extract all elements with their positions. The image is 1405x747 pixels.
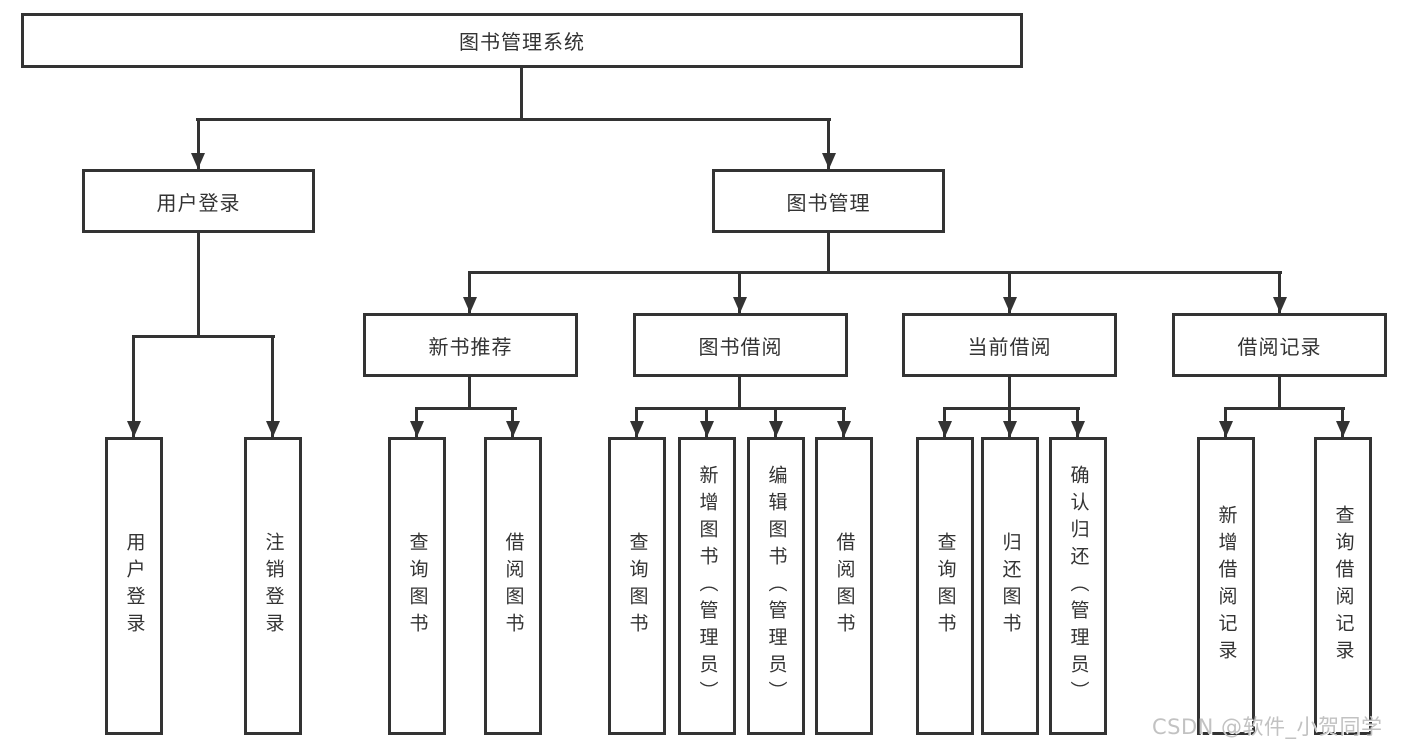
- connector-line: [827, 233, 830, 271]
- node-root: 图书管理系统: [21, 13, 1023, 68]
- node-new-book-recommend: 新书推荐: [363, 313, 578, 377]
- connector-line: [1278, 271, 1281, 313]
- connector-line: [196, 118, 831, 121]
- arrow-down-icon: [1336, 421, 1350, 437]
- arrow-down-icon: [127, 421, 141, 437]
- arrow-down-icon: [506, 421, 520, 437]
- leaf-query-books-recommend: 查询图书: [388, 437, 446, 735]
- leaf-return-book: 归还图书: [981, 437, 1039, 735]
- connector-line: [197, 233, 200, 335]
- connector-line: [197, 118, 200, 169]
- node-book-management-branch: 图书管理: [712, 169, 945, 233]
- connector-line: [738, 377, 741, 407]
- arrow-down-icon: [1003, 421, 1017, 437]
- arrow-down-icon: [1273, 297, 1287, 313]
- arrow-down-icon: [1071, 421, 1085, 437]
- connector-line: [1278, 377, 1281, 407]
- arrow-down-icon: [1219, 421, 1233, 437]
- leaf-edit-book-admin: 编辑图书（管理员）: [747, 437, 805, 735]
- leaf-add-book-admin: 新增图书（管理员）: [678, 437, 736, 735]
- leaf-logout: 注销登录: [244, 437, 302, 735]
- arrow-down-icon: [938, 421, 952, 437]
- node-borrowing-records: 借阅记录: [1172, 313, 1387, 377]
- connector-line: [827, 118, 830, 169]
- arrow-down-icon: [822, 153, 836, 169]
- connector-line: [635, 407, 846, 410]
- leaf-query-books-current: 查询图书: [916, 437, 974, 735]
- csdn-watermark: CSDN @软件_小贺同学: [1152, 715, 1383, 739]
- arrow-down-icon: [630, 421, 644, 437]
- connector-line: [271, 335, 274, 437]
- arrow-down-icon: [769, 421, 783, 437]
- node-current-borrowing: 当前借阅: [902, 313, 1117, 377]
- connector-line: [468, 271, 1282, 274]
- leaf-query-borrow-record: 查询借阅记录: [1314, 437, 1372, 735]
- connector-line: [520, 68, 523, 118]
- connector-line: [1224, 407, 1345, 410]
- connector-line: [1008, 377, 1011, 407]
- arrow-down-icon: [191, 153, 205, 169]
- connector-line: [415, 407, 517, 410]
- arrow-down-icon: [837, 421, 851, 437]
- node-user-login-branch: 用户登录: [82, 169, 315, 233]
- connector-line: [132, 335, 135, 437]
- leaf-user-login: 用户登录: [105, 437, 163, 735]
- node-book-borrowing: 图书借阅: [633, 313, 848, 377]
- leaf-borrow-books-recommend: 借阅图书: [484, 437, 542, 735]
- leaf-query-books-borrowing: 查询图书: [608, 437, 666, 735]
- leaf-add-borrow-record: 新增借阅记录: [1197, 437, 1255, 735]
- connector-line: [132, 335, 275, 338]
- connector-line: [943, 407, 1080, 410]
- leaf-borrow-books-borrowing: 借阅图书: [815, 437, 873, 735]
- arrow-down-icon: [463, 297, 477, 313]
- arrow-down-icon: [266, 421, 280, 437]
- connector-line: [468, 377, 471, 407]
- arrow-down-icon: [1003, 297, 1017, 313]
- arrow-down-icon: [410, 421, 424, 437]
- leaf-confirm-return-admin: 确认归还（管理员）: [1049, 437, 1107, 735]
- arrow-down-icon: [733, 297, 747, 313]
- connector-line: [738, 271, 741, 313]
- connector-line: [468, 271, 471, 313]
- connector-line: [1008, 271, 1011, 313]
- arrow-down-icon: [700, 421, 714, 437]
